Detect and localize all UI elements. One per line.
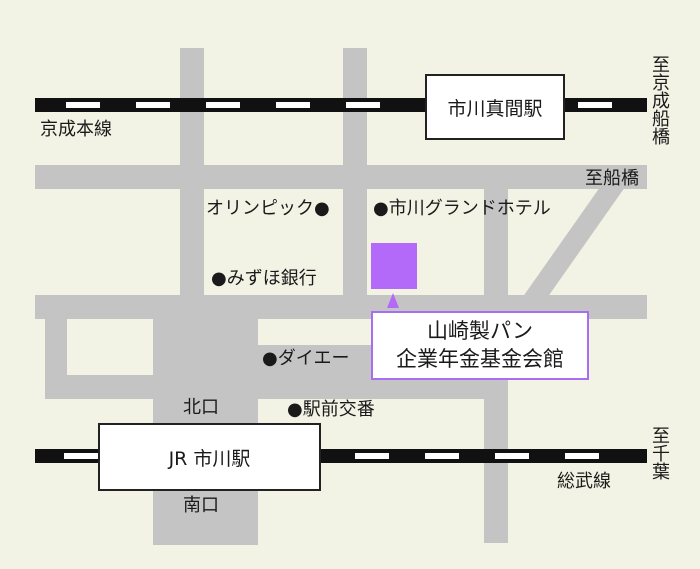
jr-rail-dashes xyxy=(64,453,599,459)
road-funabashi-label: 至船橋 xyxy=(585,168,639,189)
station-jr-ichikawa-label: JR 市川駅 xyxy=(168,447,251,470)
road-plaza-center xyxy=(153,300,258,545)
jr-line-label: 総武線 xyxy=(557,471,611,492)
road-daiei-drive xyxy=(258,345,373,375)
station-ichikawamama-label: 市川真間駅 xyxy=(447,97,543,120)
roads xyxy=(35,48,647,545)
exit-north-label: 北口 xyxy=(183,397,219,418)
keisei-destination-label: 至京成船橋 xyxy=(649,55,670,145)
landmark-mizuho-bank: ●みずほ銀行 xyxy=(211,268,317,289)
destination-marker xyxy=(371,243,417,289)
exit-south-label: 南口 xyxy=(183,495,219,516)
station-ichikawamama: 市川真間駅 xyxy=(425,74,565,140)
keisei-line-label: 京成本線 xyxy=(40,119,112,140)
destination-building: 企業年金基金会館 xyxy=(396,346,564,371)
station-jr-ichikawa: JR 市川駅 xyxy=(98,423,321,491)
jr-destination-label: 至千葉 xyxy=(649,426,670,480)
road-plaza-west-edge xyxy=(45,300,67,390)
landmark-koban: ●駅前交番 xyxy=(287,399,375,420)
destination-name: 山崎製パン xyxy=(426,319,534,344)
road-diagonal-funabashi xyxy=(515,180,630,308)
keisei-rail-dashes xyxy=(66,102,612,108)
landmark-olympic: オリンピック● xyxy=(206,198,330,219)
destination-pointer xyxy=(387,293,399,308)
landmark-grand-hotel: ●市川グランドホテル xyxy=(373,198,551,219)
destination-box: 山崎製パン 企業年金基金会館 xyxy=(371,311,589,380)
road-horizontal-upper xyxy=(35,165,647,189)
landmark-daiei: ●ダイエー xyxy=(262,348,350,369)
